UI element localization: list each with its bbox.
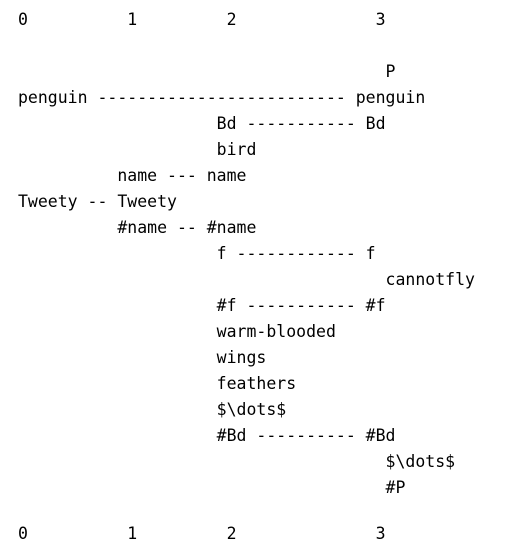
column-index-row-bottom: 0 1 2 3 [18, 524, 386, 543]
diagram-line-dots-2: $\dots$ [18, 452, 456, 471]
diagram-line-penguin: penguin ------------------------- pengui… [18, 88, 426, 107]
diagram-line-hash-bd: #Bd ---------- #Bd [18, 426, 396, 445]
column-index-row-top: 0 1 2 3 [18, 10, 386, 29]
diagram-line-dots: $\dots$ [18, 400, 287, 419]
diagram-line-warm-blooded: warm-blooded [18, 322, 336, 341]
diagram-line-P: P [18, 62, 396, 81]
diagram-line-hash-f: #f ----------- #f [18, 296, 386, 315]
diagram-line-f: f ------------ f [18, 244, 376, 263]
diagram-line-bird: bird [18, 140, 257, 159]
diagram-line-feathers: feathers [18, 374, 297, 393]
diagram-line-wings: wings [18, 348, 267, 367]
diagram-line-hash-P: #P [18, 478, 406, 497]
diagram-line-tweety: Tweety -- Tweety [18, 192, 177, 211]
diagram-line-name: name --- name [18, 166, 247, 185]
diagram-line-cannotfly: cannotfly [18, 270, 475, 289]
diagram-line-bd: Bd ----------- Bd [18, 114, 386, 133]
diagram-line-hash-name: #name -- #name [18, 218, 257, 237]
